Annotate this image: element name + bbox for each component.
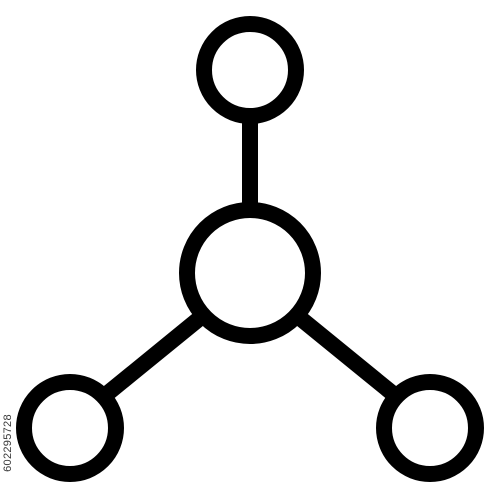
top-node: [196, 16, 304, 124]
right-connector-line: [292, 310, 400, 401]
center-node: [179, 202, 321, 344]
left-node: [16, 374, 124, 482]
watermark-id: 602295728: [2, 388, 14, 498]
right-node: [376, 374, 484, 482]
watermark-id-text: 602295728: [2, 414, 15, 472]
left-connector-line: [100, 310, 208, 401]
